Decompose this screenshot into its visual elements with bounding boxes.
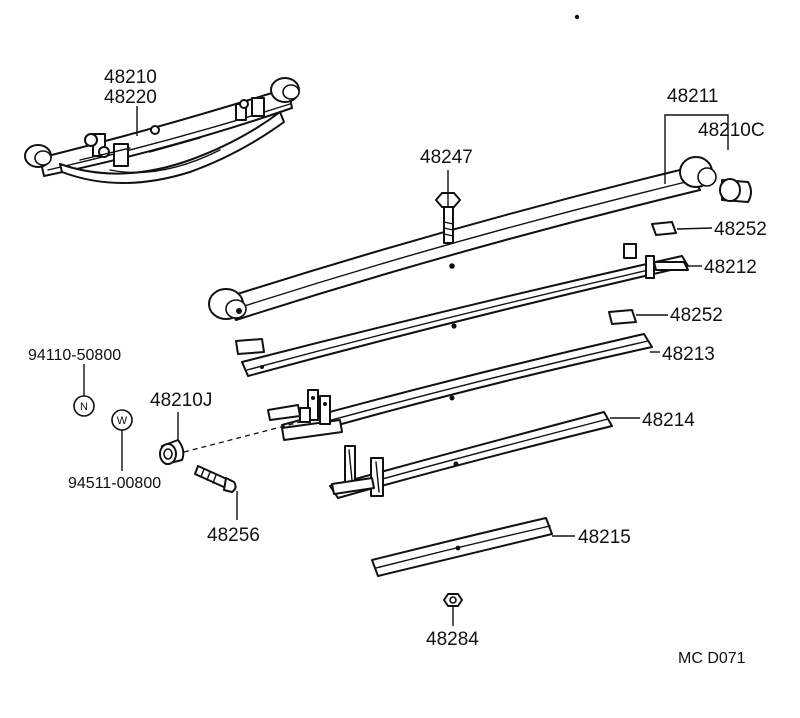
symbol-n-badge: N (73, 395, 95, 417)
label-48211: 48211 (667, 86, 718, 107)
bushing-48210C (719, 178, 752, 203)
stray-mark (574, 14, 580, 20)
liner-pad-left (235, 338, 265, 355)
leader-48252-upper (676, 227, 713, 230)
symbol-w-text: W (117, 415, 128, 427)
label-48212: 48212 (704, 257, 757, 278)
label-48284: 48284 (426, 629, 479, 650)
label-48247: 48247 (420, 147, 473, 168)
bushing-48210J (159, 439, 185, 465)
main-leaf-48211 (208, 156, 717, 321)
symbol-w-badge: W (111, 409, 133, 431)
label-48220: 48220 (104, 87, 157, 108)
label-48214: 48214 (642, 410, 695, 431)
liner-48252-lower (608, 309, 637, 325)
leaf-48213 (267, 333, 653, 441)
label-94110-50800: 94110-50800 (28, 347, 121, 364)
dashed-assembly-line (183, 420, 305, 453)
label-48256: 48256 (207, 525, 260, 546)
label-48210C: 48210C (698, 120, 765, 141)
label-48252-lower: 48252 (670, 305, 723, 326)
reference-code: MC D071 (678, 650, 746, 667)
nut-48284 (443, 593, 463, 607)
leaf-48214 (329, 411, 613, 499)
label-48215: 48215 (578, 527, 631, 548)
leader-48211 (664, 114, 729, 184)
label-48252-upper: 48252 (714, 219, 767, 240)
symbol-n-text: N (80, 401, 88, 413)
label-94511-00800: 94511-00800 (68, 475, 161, 492)
bolt-48256 (194, 465, 237, 493)
label-48213: 48213 (662, 344, 715, 365)
center-bolt-48247 (435, 192, 461, 244)
liner-48252-upper (651, 221, 677, 236)
label-48210: 48210 (104, 67, 157, 88)
assembled-leaf-spring-illustration (24, 77, 300, 184)
leaf-48215 (371, 517, 553, 577)
label-48210J: 48210J (150, 390, 212, 411)
